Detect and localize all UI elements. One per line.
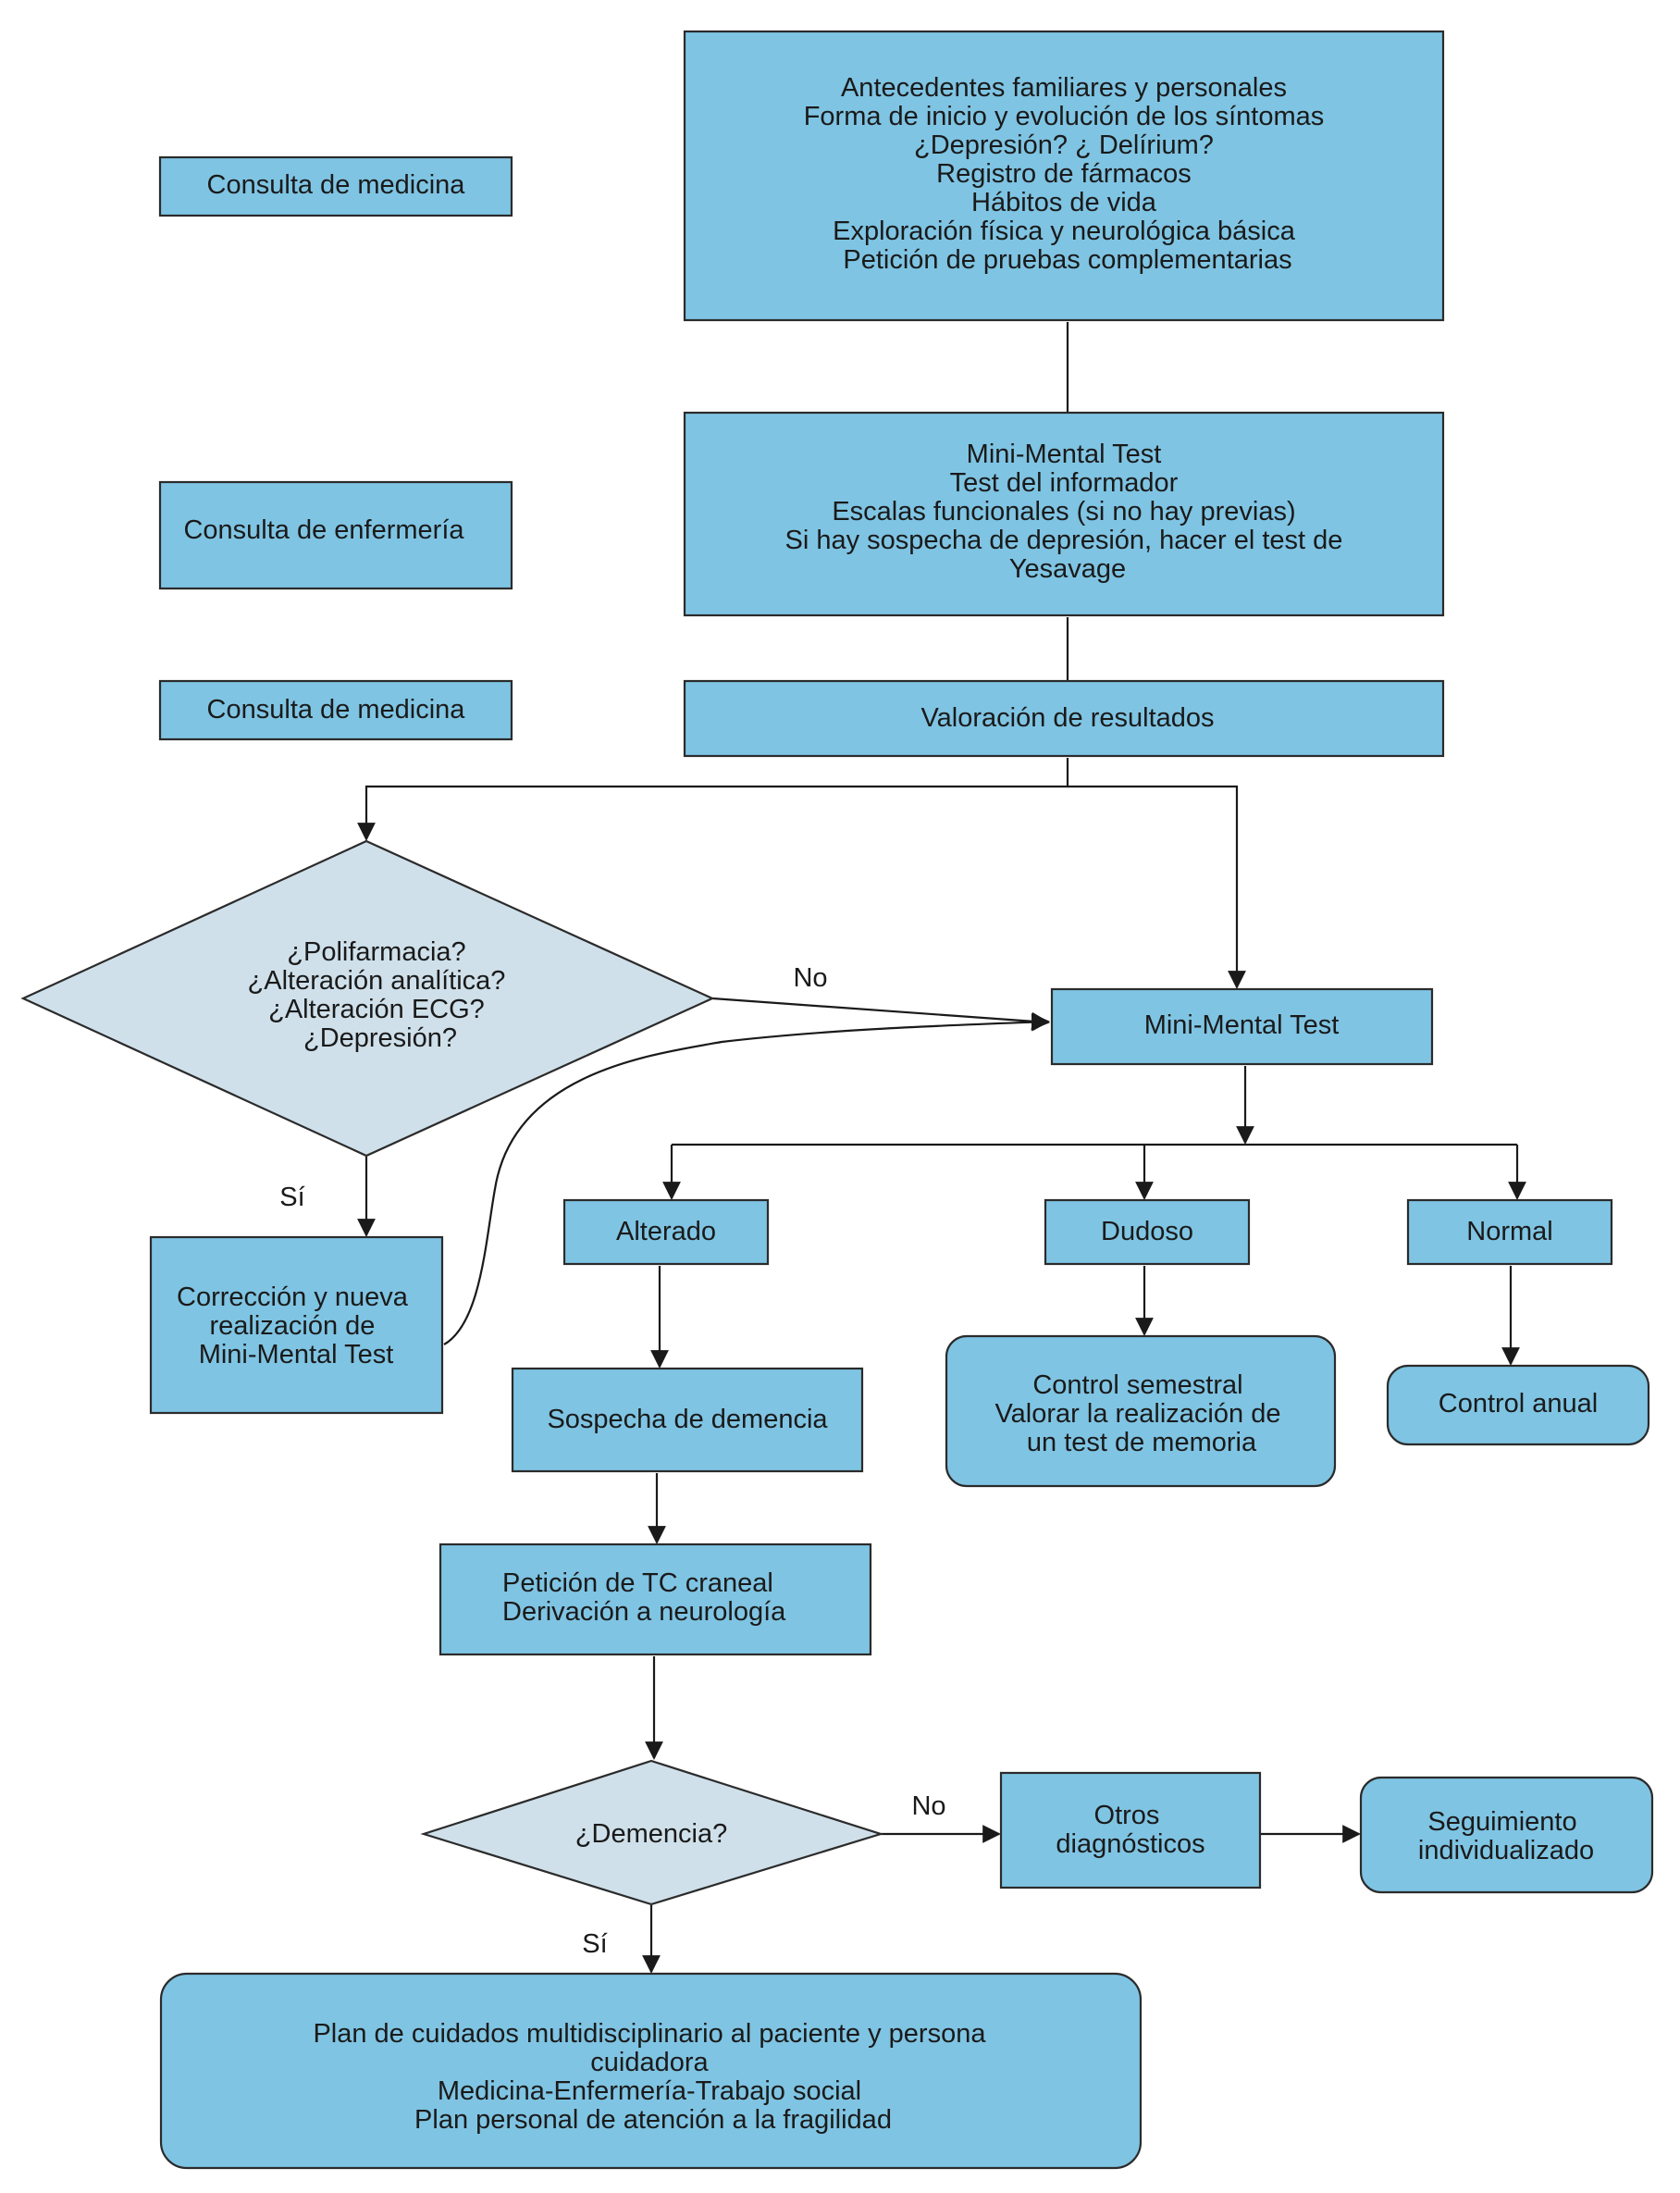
decision-causas-text: ¿Polifarmacia? ¿Alteración analítica? ¿A…	[248, 937, 513, 1053]
dudoso-node: Dudoso	[1044, 1198, 1251, 1266]
consulta-medicina-2-node: Consulta de medicina	[158, 679, 513, 741]
peticion-tc-node: Petición de TC craneal Derivación a neur…	[439, 1543, 872, 1656]
mini-mental-node: Mini-Mental Test	[1050, 987, 1434, 1066]
anamnesis-node: Antecedentes familiares y personales For…	[683, 30, 1445, 322]
edge-correccion-to-minimental	[443, 1012, 1050, 1345]
consulta-enfermeria-text: Consulta de enfermería	[183, 515, 464, 545]
decision-demencia-text: ¿Demencia?	[575, 1819, 727, 1849]
sospecha-text: Sospecha de demencia	[547, 1405, 828, 1434]
consulta-medicina-2-text: Consulta de medicina	[207, 695, 466, 725]
mini-mental-text: Mini-Mental Test	[1144, 1010, 1340, 1040]
valoracion-text: Valoración de resultados	[920, 703, 1214, 733]
decision-demencia-node: ¿Demencia?	[420, 1759, 884, 1906]
label-si-1: Sí	[279, 1183, 304, 1212]
sospecha-node: Sospecha de demencia	[511, 1367, 864, 1473]
valoracion-node: Valoración de resultados	[683, 679, 1445, 758]
edge-valoracion-to-minimental	[1068, 785, 1246, 989]
control-semestral-text: Control semestral Valorar la realización…	[994, 1370, 1288, 1457]
dudoso-text: Dudoso	[1101, 1217, 1193, 1246]
label-no-2: No	[911, 1791, 945, 1821]
control-semestral-node: Control semestral Valorar la realización…	[945, 1334, 1337, 1488]
edge-valoracion-to-decision	[357, 758, 1069, 841]
normal-node: Normal	[1406, 1198, 1613, 1266]
tests-enfermeria-text: Mini-Mental Test Test del informador Esc…	[784, 440, 1350, 584]
tests-enfermeria-node: Mini-Mental Test Test del informador Esc…	[683, 411, 1445, 617]
edge-decision-no	[711, 997, 1050, 1031]
seguimiento-text: Seguimiento individualizado	[1418, 1807, 1594, 1865]
normal-text: Normal	[1466, 1217, 1552, 1246]
alterado-node: Alterado	[562, 1198, 770, 1266]
consulta-medicina-1-text: Consulta de medicina	[207, 170, 466, 200]
peticion-tc-text: Petición de TC craneal Derivación a neur…	[502, 1568, 786, 1627]
control-anual-text: Control anual	[1439, 1389, 1599, 1419]
consulta-enfermeria-node: Consulta de enfermería	[158, 480, 513, 590]
otros-diagnosticos-node: Otros diagnósticos	[999, 1771, 1262, 1889]
label-si-2: Sí	[582, 1929, 607, 1959]
connectors	[357, 322, 1526, 1974]
alterado-text: Alterado	[616, 1217, 716, 1246]
label-no-1: No	[793, 963, 827, 993]
correccion-text: Corrección y nueva realización de Mini-M…	[177, 1282, 415, 1369]
seguimiento-node: Seguimiento individualizado	[1359, 1776, 1654, 1894]
anamnesis-text: Antecedentes familiares y personales For…	[804, 73, 1332, 275]
plan-cuidados-text: Plan de cuidados multidisciplinario al p…	[313, 2019, 993, 2135]
plan-cuidados-node: Plan de cuidados multidisciplinario al p…	[159, 1972, 1143, 2170]
decision-causas-node: ¿Polifarmacia? ¿Alteración analítica? ¿A…	[20, 839, 715, 1158]
otros-diagnosticos-text: Otros diagnósticos	[1056, 1801, 1204, 1859]
correccion-node: Corrección y nueva realización de Mini-M…	[149, 1235, 444, 1415]
control-anual-node: Control anual	[1386, 1364, 1650, 1446]
consulta-medicina-1-node: Consulta de medicina	[158, 155, 513, 217]
